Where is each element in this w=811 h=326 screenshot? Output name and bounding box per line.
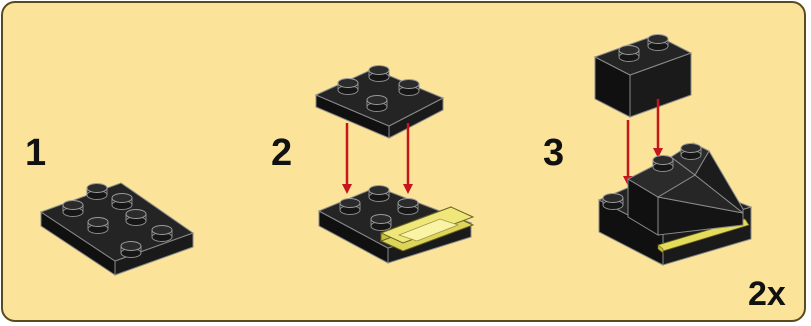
step-3-slope-brick — [602, 142, 744, 236]
build-illustration — [39, 34, 753, 276]
step-number-1: 1 — [25, 132, 47, 174]
step-number-3: 3 — [543, 132, 565, 174]
step-2-transparent-yellow-tile — [379, 206, 475, 252]
step-1-plate — [39, 182, 195, 276]
step-number-2: 2 — [271, 132, 293, 174]
instruction-panel: 1 2 3 2x — [1, 1, 806, 322]
step-3-brick — [593, 34, 693, 118]
step-2-top-plate — [314, 65, 445, 139]
quantity-multiplier: 2x — [748, 275, 786, 313]
